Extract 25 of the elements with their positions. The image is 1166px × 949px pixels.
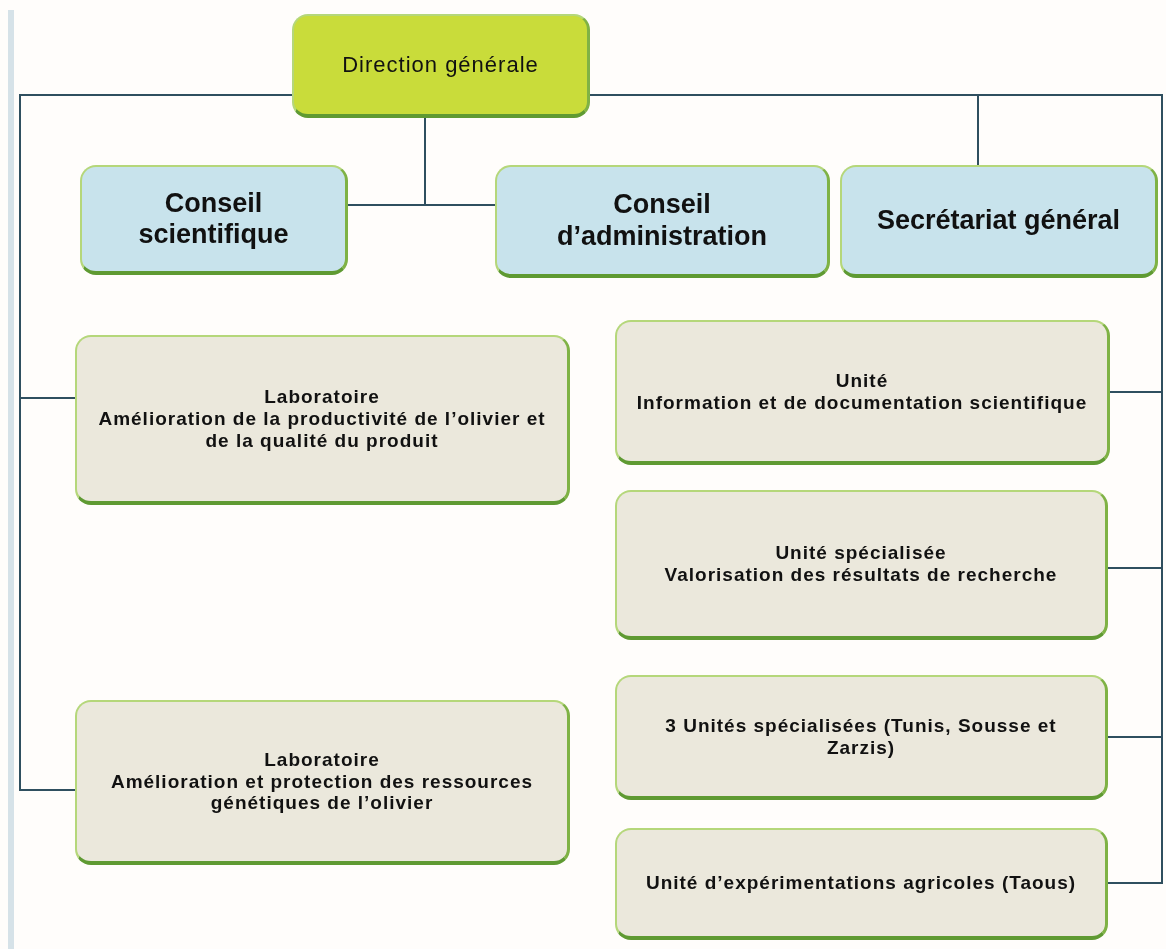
org-box <box>615 675 1108 800</box>
org-box <box>615 828 1108 940</box>
box-text: 3 Unités spécialisées (Tunis, Sousse et Zarzis) <box>664 714 1058 759</box>
org-box <box>615 320 1110 465</box>
connector-line <box>424 117 496 206</box>
box-text: Amélioration de la productivité de l’olivier et de la qualité du produit <box>97 408 547 452</box>
box-text: Unité spécialisée <box>775 542 947 564</box>
box-text: Laboratoire <box>264 386 380 409</box>
box-text: Conseil d’administration <box>556 189 768 252</box>
org-box <box>615 490 1108 640</box>
org-box <box>80 165 348 275</box>
box-text: Information et de documentation scientifique <box>636 391 1088 414</box>
box-text: Secrétariat général <box>876 204 1121 236</box>
org-box <box>292 14 590 118</box>
box-text: Amélioration et protection des ressources génétiques de l’olivier <box>109 770 535 815</box>
box-text: Laboratoire <box>264 748 380 771</box>
box-text: Unité d’expérimentations agricoles (Taous) <box>645 872 1077 894</box>
box-text: Valorisation des résultats de recherche <box>664 564 1058 586</box>
box-text: Direction générale <box>342 52 539 78</box>
box-text: Conseil scientifique <box>137 187 290 251</box>
org-box <box>495 165 830 278</box>
box-text: Unité <box>835 369 889 392</box>
org-box <box>840 165 1158 278</box>
org-box <box>75 335 570 505</box>
org-box <box>75 700 570 865</box>
